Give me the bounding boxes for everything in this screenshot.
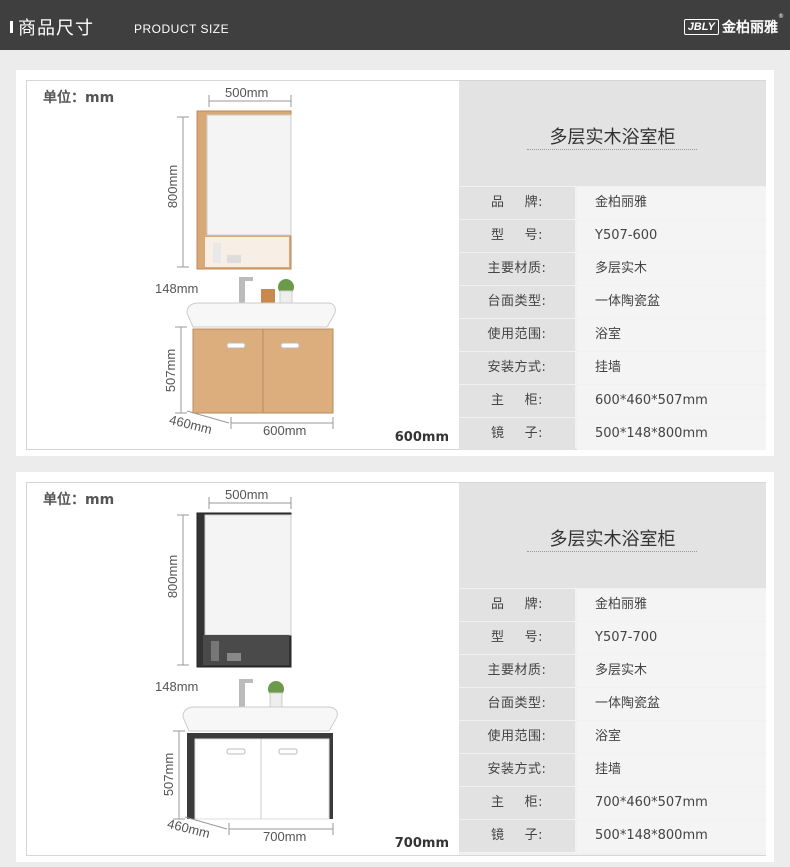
- cabinet-height-dim: 507mm: [163, 348, 179, 393]
- logo-name: 金柏丽雅: [722, 20, 778, 36]
- basin: [182, 706, 338, 732]
- cabinet-height-dim: 507mm: [161, 752, 177, 797]
- spec-row-material: 主要材质:多层实木: [459, 655, 766, 687]
- mirror-height-dim: 800mm: [165, 554, 181, 599]
- header-title-cn: 商品尺寸: [18, 18, 94, 39]
- spec-row-material: 主要材质:多层实木: [459, 253, 766, 285]
- shelf-bottle: [211, 641, 219, 661]
- size-label: 700mm: [394, 836, 449, 851]
- mirror-door: [204, 514, 292, 636]
- product-size-card-600: 单位：mm 500mm 800mm 148mm 507mm 460mm 600m…: [16, 70, 774, 456]
- door-handle-left: [226, 342, 246, 349]
- mirror-height-dim: 800mm: [165, 164, 181, 209]
- door-handle-right: [278, 748, 298, 755]
- spec-row-brand: 品牌:金柏丽雅: [459, 187, 766, 219]
- cabinet-width-dim: 700mm: [263, 829, 307, 844]
- product-size-card-700: 单位：mm 500mm 800mm 148mm 507mm 460mm 700m…: [16, 472, 774, 862]
- header-accent-bar: [10, 21, 13, 33]
- title-rule: [527, 551, 697, 552]
- dimension-illustration: 单位：mm 500mm 800mm 148mm 507mm 460mm 600m…: [27, 81, 459, 449]
- header-title-en: PRODUCT SIZE: [134, 22, 230, 36]
- cabinet-drawing: [175, 95, 336, 429]
- spec-row-countertop: 台面类型:一体陶瓷盆: [459, 286, 766, 318]
- spec-row-usage: 使用范围:浴室: [459, 721, 766, 753]
- spec-row-countertop: 台面类型:一体陶瓷盆: [459, 688, 766, 720]
- mirror-width-dim: 500mm: [225, 85, 269, 100]
- dimension-illustration: 单位：mm 500mm 800mm 148mm 507mm 460mm 700m…: [27, 483, 459, 855]
- mirror-width-dim: 500mm: [225, 487, 269, 502]
- product-title-area: 多层实木浴室柜: [459, 81, 766, 186]
- faucet: [239, 279, 245, 307]
- spec-row-main-cabinet: 主柜:700*460*507mm: [459, 787, 766, 819]
- spec-row-main-cabinet: 主柜:600*460*507mm: [459, 385, 766, 417]
- spec-table: 多层实木浴室柜 品牌:金柏丽雅 型号:Y507-600 主要材质:多层实木 台面…: [459, 81, 766, 450]
- title-rule: [527, 149, 697, 150]
- unit-label: 单位：mm: [43, 90, 115, 106]
- spec-row-mirror: 镜子:500*148*800mm: [459, 418, 766, 450]
- mirror-door: [206, 114, 292, 236]
- spec-row-model: 型号:Y507-700: [459, 622, 766, 654]
- door-handle-left: [226, 748, 246, 755]
- shelf-item: [227, 653, 241, 661]
- size-label: 600mm: [394, 430, 449, 445]
- spec-row-brand: 品牌:金柏丽雅: [459, 589, 766, 621]
- spec-row-install: 安装方式:挂墙: [459, 754, 766, 786]
- door-handle-right: [280, 342, 300, 349]
- product-panel: 单位：mm 500mm 800mm 148mm 507mm 460mm 700m…: [26, 482, 766, 856]
- brand-logo: JBLY 金柏丽雅 ®: [683, 13, 784, 37]
- logo-registered-mark: ®: [778, 13, 784, 20]
- logo-mark: JBLY: [683, 19, 719, 35]
- spec-table: 多层实木浴室柜 品牌:金柏丽雅 型号:Y507-700 主要材质:多层实木 台面…: [459, 483, 766, 855]
- product-title: 多层实木浴室柜: [549, 127, 676, 148]
- spec-row-mirror: 镜子:500*148*800mm: [459, 820, 766, 852]
- basin: [186, 302, 336, 328]
- mirror-depth-dim: 148mm: [155, 679, 199, 694]
- product-panel: 单位：mm 500mm 800mm 148mm 507mm 460mm 600m…: [26, 80, 766, 450]
- unit-label: 单位：mm: [43, 492, 115, 508]
- spec-row-usage: 使用范围:浴室: [459, 319, 766, 351]
- spec-row-install: 安装方式:挂墙: [459, 352, 766, 384]
- mirror-depth-dim: 148mm: [155, 281, 199, 296]
- product-title-area: 多层实木浴室柜: [459, 483, 766, 588]
- shelf-bottle: [213, 243, 221, 263]
- spec-row-model: 型号:Y507-600: [459, 220, 766, 252]
- faucet: [239, 681, 245, 709]
- cabinet-width-dim: 600mm: [263, 423, 307, 438]
- page-header: 商品尺寸 PRODUCT SIZE JBLY 金柏丽雅 ®: [0, 0, 790, 50]
- product-title: 多层实木浴室柜: [549, 529, 676, 550]
- cabinet-drawing: [173, 497, 338, 835]
- shelf-item: [227, 255, 241, 263]
